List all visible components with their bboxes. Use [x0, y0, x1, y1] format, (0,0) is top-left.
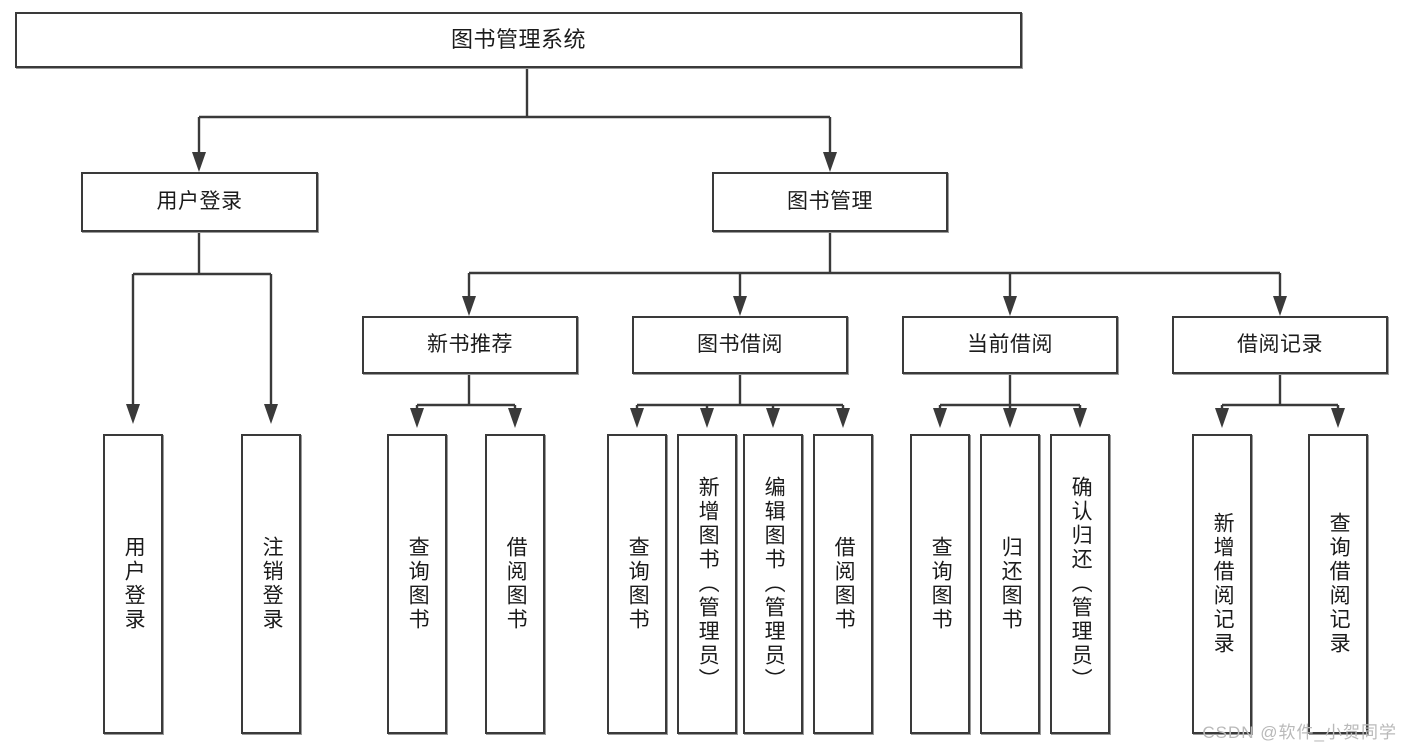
- leaf-book-borrow-2[interactable]: 编辑图书（管理员）: [743, 434, 803, 734]
- leaf-book-borrow-3[interactable]: 借阅图书: [813, 434, 873, 734]
- leaf-label: 查询图书: [626, 536, 650, 632]
- leaf-book-borrow-1[interactable]: 新增图书（管理员）: [677, 434, 737, 734]
- leaf-label: 查询借阅记录: [1327, 512, 1351, 656]
- node-book-manage[interactable]: 图书管理: [712, 172, 948, 232]
- node-user-login[interactable]: 用户登录: [81, 172, 318, 232]
- leaf-current-borrow-1[interactable]: 归还图书: [980, 434, 1040, 734]
- leaf-current-borrow-0[interactable]: 查询图书: [910, 434, 970, 734]
- leaf-label: 新增图书（管理员）: [696, 476, 720, 692]
- leaf-label: 查询图书: [406, 536, 430, 632]
- node-root-label: 图书管理系统: [450, 27, 586, 53]
- leaf-current-borrow-2[interactable]: 确认归还（管理员）: [1050, 434, 1110, 734]
- leaf-new-book-rec-1[interactable]: 借阅图书: [485, 434, 545, 734]
- leaf-borrow-record-0[interactable]: 新增借阅记录: [1192, 434, 1252, 734]
- leaf-label: 用户登录: [122, 536, 146, 632]
- leaf-borrow-record-1[interactable]: 查询借阅记录: [1308, 434, 1368, 734]
- watermark: CSDN @软件_小贺同学: [1202, 723, 1397, 742]
- node-new-book-rec[interactable]: 新书推荐: [362, 316, 578, 374]
- leaf-label: 编辑图书（管理员）: [762, 476, 786, 692]
- leaf-new-book-rec-0[interactable]: 查询图书: [387, 434, 447, 734]
- leaf-book-borrow-0[interactable]: 查询图书: [607, 434, 667, 734]
- leaf-label: 注销登录: [260, 536, 284, 632]
- node-user-login-label: 用户登录: [156, 189, 243, 213]
- node-book-borrow[interactable]: 图书借阅: [632, 316, 848, 374]
- leaf-label: 借阅图书: [832, 536, 856, 632]
- leaf-label: 归还图书: [999, 536, 1023, 632]
- node-current-borrow-label: 当前借阅: [967, 332, 1053, 356]
- node-book-manage-label: 图书管理: [787, 189, 873, 213]
- node-borrow-record[interactable]: 借阅记录: [1172, 316, 1388, 374]
- leaf-user-login-0[interactable]: 用户登录: [103, 434, 163, 734]
- leaf-label: 确认归还（管理员）: [1069, 476, 1093, 692]
- node-root[interactable]: 图书管理系统: [15, 12, 1022, 68]
- node-current-borrow[interactable]: 当前借阅: [902, 316, 1118, 374]
- node-new-book-rec-label: 新书推荐: [427, 332, 513, 356]
- leaf-user-login-1[interactable]: 注销登录: [241, 434, 301, 734]
- leaf-label: 新增借阅记录: [1211, 512, 1235, 656]
- node-book-borrow-label: 图书借阅: [697, 332, 783, 356]
- leaf-label: 借阅图书: [504, 536, 528, 632]
- leaf-label: 查询图书: [929, 536, 953, 632]
- node-borrow-record-label: 借阅记录: [1237, 332, 1323, 356]
